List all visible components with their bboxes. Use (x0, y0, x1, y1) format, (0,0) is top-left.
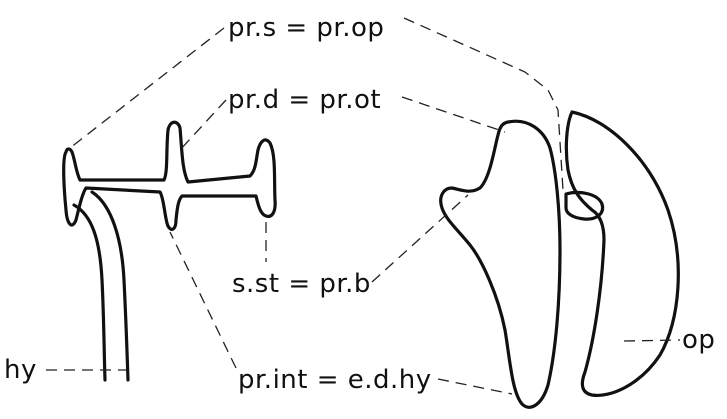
middle-bone-outline (441, 121, 560, 407)
hy-inner-rod (92, 192, 128, 380)
label-pr-int-e-d-hy: pr.int = e.d.hy (238, 365, 432, 395)
left-element-outline (64, 122, 275, 229)
label-hy: hy (4, 355, 37, 385)
label-op: op (682, 325, 715, 355)
leader-pr-int-left (170, 232, 236, 368)
hy-outer-rod (74, 205, 105, 380)
label-pr-s-pr-op: pr.s = pr.op (228, 13, 384, 43)
label-s-st-pr-b: s.st = pr.b (232, 269, 371, 299)
leader-op (624, 340, 680, 341)
label-pr-d-pr-ot: pr.d = pr.ot (228, 85, 381, 115)
opercular-outline (566, 112, 678, 395)
leader-pr-d-left (180, 100, 226, 150)
leader-pr-s-right (404, 18, 563, 190)
leader-pr-int-right (438, 379, 512, 394)
leader-pr-d-right (402, 97, 505, 132)
leader-pr-s-left (70, 28, 224, 148)
leader-s-st-right (372, 195, 468, 282)
